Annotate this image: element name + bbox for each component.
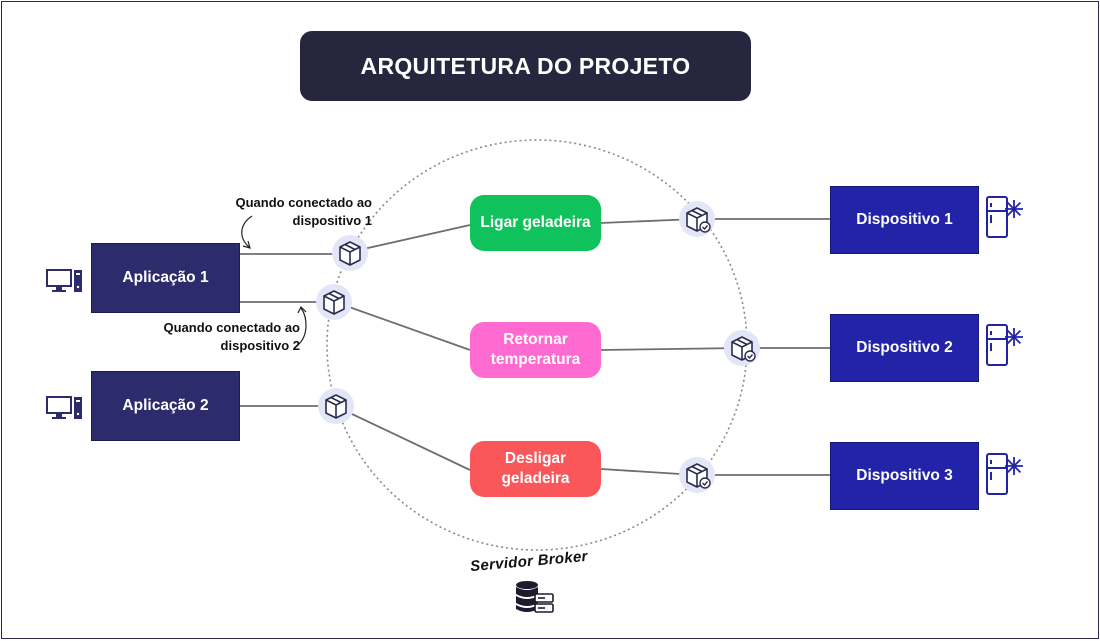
command-turn-off-fridge[interactable]: Desligar geladeira bbox=[470, 441, 601, 497]
fridge-icon bbox=[986, 196, 1023, 238]
note-arrow bbox=[241, 215, 253, 248]
fridge-icon bbox=[986, 324, 1023, 366]
note-connected-device-1: Quando conectado ao dispositivo 1 bbox=[235, 195, 372, 228]
note-arrow bbox=[298, 307, 307, 345]
device-2-box[interactable]: Dispositivo 2 bbox=[830, 314, 979, 382]
link-line bbox=[349, 224, 471, 253]
note-arrow-head bbox=[242, 240, 251, 249]
command-return-temperature[interactable]: Retornar temperatura bbox=[470, 322, 601, 378]
note-connected-device-2: Quando conectado ao dispositivo 2 bbox=[163, 320, 300, 353]
package-icon bbox=[332, 235, 368, 271]
database-server-icon bbox=[516, 581, 554, 613]
package-delivered-icon bbox=[679, 201, 715, 237]
package-delivered-icon bbox=[679, 457, 715, 493]
package-icon bbox=[318, 388, 354, 424]
package-delivered-icon bbox=[724, 330, 760, 366]
link-line bbox=[334, 405, 471, 471]
computer-icon bbox=[46, 396, 82, 419]
page-title: ARQUITETURA DO PROJETO bbox=[300, 31, 751, 101]
link-line bbox=[600, 347, 743, 351]
application-1-box[interactable]: Aplicação 1 bbox=[91, 243, 240, 313]
computer-icon bbox=[46, 269, 82, 292]
device-1-box[interactable]: Dispositivo 1 bbox=[830, 186, 979, 254]
note-arrow-head bbox=[297, 305, 307, 314]
application-2-box[interactable]: Aplicação 2 bbox=[91, 371, 240, 441]
link-line bbox=[334, 301, 471, 351]
package-icon bbox=[316, 284, 352, 320]
command-turn-on-fridge[interactable]: Ligar geladeira bbox=[470, 195, 601, 251]
device-3-box[interactable]: Dispositivo 3 bbox=[830, 442, 979, 510]
fridge-icon bbox=[986, 453, 1023, 495]
